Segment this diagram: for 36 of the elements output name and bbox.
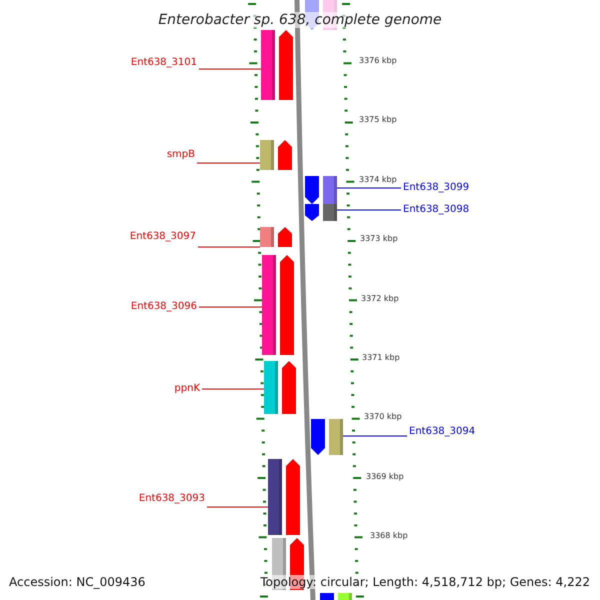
gene-label: Ent638_3094 <box>409 426 476 438</box>
gene-feature <box>262 255 294 355</box>
gene-feature <box>260 227 292 247</box>
gene-feature <box>260 140 292 170</box>
gene-feature <box>305 176 337 204</box>
gene-label: Ent638_3099 <box>403 182 470 194</box>
gene-label: smpB <box>166 149 195 161</box>
scale-label: 3368 kbp <box>370 531 408 541</box>
gene-label: Ent638_3097 <box>130 231 196 243</box>
title: Enterobacter sp. 638, complete genome <box>158 12 442 28</box>
leader-line <box>202 388 264 390</box>
gene-label: Ent638_3098 <box>403 204 470 216</box>
scale-label: 3375 kbp <box>359 115 397 125</box>
scale-label: 3372 kbp <box>361 294 399 304</box>
leader-line <box>198 246 260 248</box>
scale-label: 3371 kbp <box>362 353 400 363</box>
scale-label: 3374 kbp <box>359 175 397 185</box>
scale-label: 3370 kbp <box>364 412 402 422</box>
gene-label: ppnK <box>174 383 200 395</box>
genome-info-note: Topology: circular; Length: 4,518,712 bp; Genes: 4,222 <box>260 575 590 589</box>
scale-label: 3376 kbp <box>359 56 397 66</box>
scale-label: 3373 kbp <box>360 234 398 244</box>
leader-line <box>198 306 262 308</box>
leader-line <box>206 506 268 508</box>
gene-feature <box>264 361 296 414</box>
gene-label: Ent638_3093 <box>138 493 205 505</box>
gene-label: Ent638_3101 <box>130 57 197 69</box>
gene-feature <box>305 204 337 221</box>
gene-feature <box>268 459 300 535</box>
gene-feature <box>261 30 293 100</box>
scale-label: 3369 kbp <box>366 472 404 482</box>
gene-feature <box>311 419 343 455</box>
leader-line <box>196 162 260 164</box>
leader-line <box>198 68 262 70</box>
gene-label: Ent638_3096 <box>130 301 197 313</box>
accession-note: Accession: NC_009436 <box>9 575 146 589</box>
